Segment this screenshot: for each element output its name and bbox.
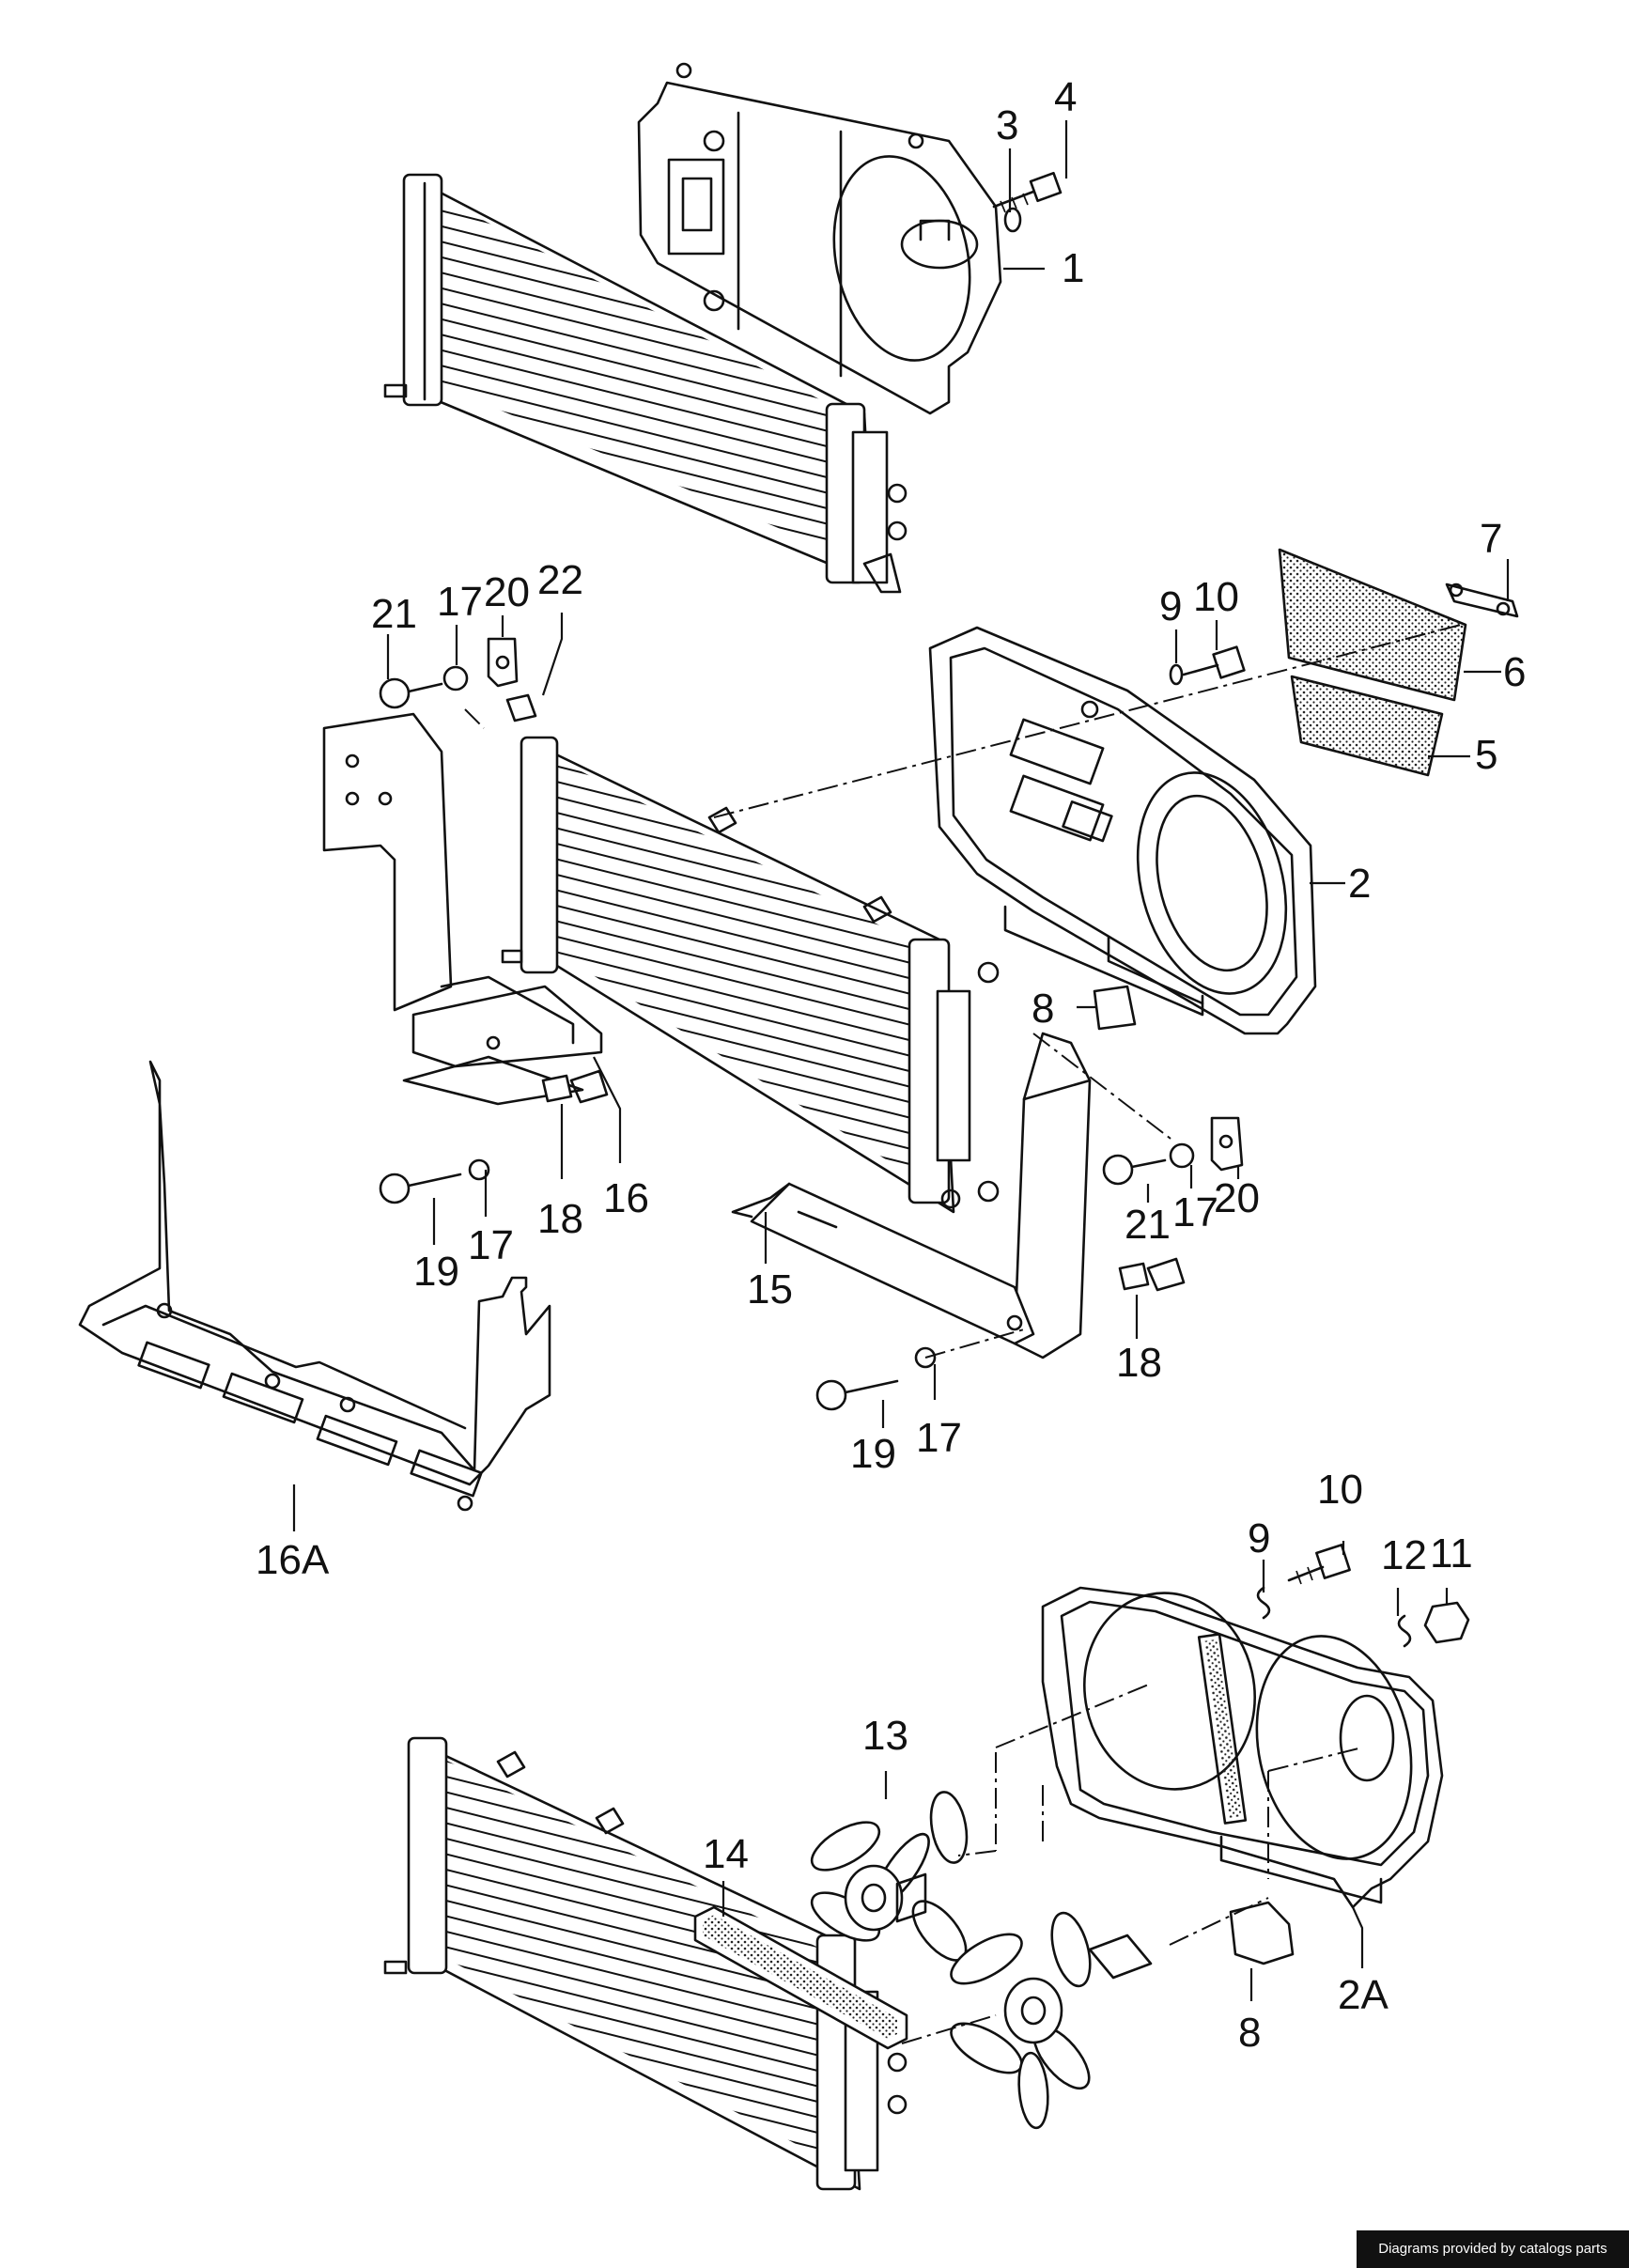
label-14: 14 — [703, 1831, 749, 1877]
lower-air-deflector-16a — [78, 1060, 551, 1512]
label-9-middle: 9 — [1159, 583, 1182, 629]
label-4: 4 — [1054, 74, 1077, 120]
credit-badge: Diagrams provided by catalogs parts — [1357, 2230, 1629, 2268]
label-8-middle: 8 — [1032, 986, 1054, 1032]
fan-13 — [810, 1791, 969, 1962]
label-17-top-left: 17 — [437, 579, 483, 625]
nut-18-left — [541, 1069, 609, 1104]
label-10-middle: 10 — [1193, 574, 1239, 620]
label-3: 3 — [996, 102, 1018, 148]
label-1: 1 — [1062, 245, 1084, 291]
label-21-left: 21 — [371, 591, 417, 637]
label-10-bottom: 10 — [1317, 1467, 1363, 1513]
label-18-left: 18 — [537, 1196, 583, 1242]
middle-fan-shroud — [928, 626, 1317, 1035]
left-air-guide — [322, 712, 603, 1106]
label-6: 6 — [1503, 649, 1526, 695]
label-12: 12 — [1381, 1532, 1427, 1578]
label-19-bottom: 19 — [850, 1431, 896, 1477]
label-16a: 16A — [256, 1537, 330, 1583]
label-18-right: 18 — [1116, 1340, 1162, 1386]
label-21-right: 21 — [1125, 1202, 1171, 1248]
top-radiator — [383, 173, 908, 594]
washer-3-top — [1003, 207, 1022, 233]
clip-7 — [1445, 583, 1519, 618]
gasket-14 — [693, 1905, 908, 2050]
bottom-radiator — [383, 1736, 908, 2191]
label-17-right: 17 — [1172, 1189, 1218, 1235]
washer-12 — [1397, 1614, 1412, 1648]
label-2a: 2A — [1338, 1972, 1389, 2018]
label-22: 22 — [537, 557, 583, 603]
label-5: 5 — [1475, 732, 1497, 778]
label-17-left: 17 — [468, 1222, 514, 1268]
label-17-bottom: 17 — [916, 1415, 962, 1461]
clip-20-right — [1210, 1116, 1244, 1172]
label-15: 15 — [747, 1266, 793, 1313]
label-8-bottom: 8 — [1238, 2010, 1261, 2056]
screw-19-right — [815, 1346, 937, 1411]
label-9-bottom: 9 — [1248, 1515, 1270, 1561]
screw-21-left — [379, 665, 469, 709]
nut-11 — [1423, 1601, 1470, 1644]
label-11: 11 — [1430, 1530, 1473, 1577]
screw-4-top — [992, 171, 1063, 213]
insulation-pads — [1278, 548, 1467, 777]
screw-10-bottom — [1287, 1544, 1351, 1585]
label-13: 13 — [862, 1713, 908, 1759]
nut-22 — [505, 693, 537, 722]
screw-19-left — [379, 1158, 490, 1204]
label-16: 16 — [603, 1175, 649, 1221]
label-20-right: 20 — [1214, 1175, 1260, 1221]
label-7: 7 — [1480, 516, 1502, 562]
washer-9-bottom — [1256, 1586, 1271, 1620]
fan-second — [950, 1911, 1153, 2130]
screw-21-right — [1102, 1142, 1195, 1186]
screw-10-middle — [1169, 645, 1246, 686]
top-fan-shroud — [637, 62, 1002, 415]
clip-20-left — [487, 637, 519, 688]
clip-8-middle — [1093, 985, 1137, 1031]
label-2: 2 — [1348, 861, 1371, 907]
bottom-fan-shroud-2a — [1041, 1586, 1444, 1909]
label-20-left: 20 — [484, 569, 530, 615]
label-19-left: 19 — [413, 1249, 459, 1295]
right-air-guide — [731, 1032, 1092, 1359]
clip-8-bottom — [1229, 1901, 1295, 1965]
middle-radiator — [501, 736, 1000, 1214]
part-labels: 1 3 4 21 17 20 22 9 10 7 6 5 2 8 16 18 1… — [256, 74, 1526, 2056]
nut-18-right — [1118, 1257, 1186, 1292]
